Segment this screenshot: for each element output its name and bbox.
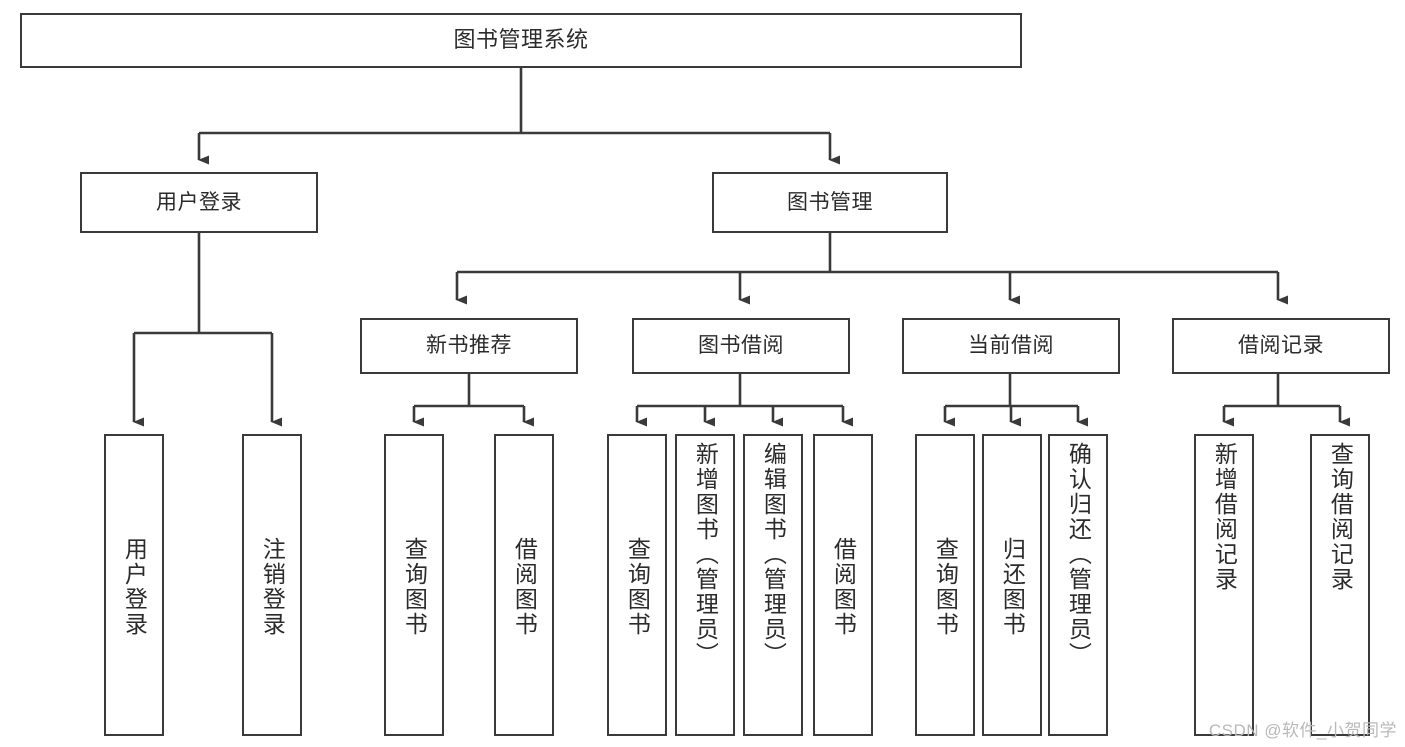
node-label: 当前借阅 — [968, 334, 1054, 358]
leaf-label: 确认归还（管理员） — [1065, 442, 1092, 667]
leaf-user-logout[interactable]: 注销登录 — [242, 434, 302, 736]
leaf-label: 用户登录 — [121, 537, 148, 637]
leaf-return-book[interactable]: 归还图书 — [982, 434, 1042, 736]
leaf-label: 新增借阅记录 — [1211, 442, 1238, 592]
leaf-label: 新增图书（管理员） — [692, 442, 719, 667]
leaf-edit-book-admin[interactable]: 编辑图书（管理员） — [743, 434, 803, 736]
leaf-add-borrow-record[interactable]: 新增借阅记录 — [1194, 434, 1254, 736]
node-label: 图书管理 — [787, 190, 873, 214]
leaf-borrow-book[interactable]: 借阅图书 — [813, 434, 873, 736]
leaf-label: 借阅图书 — [830, 537, 857, 637]
node-label: 用户登录 — [156, 190, 242, 214]
leaf-user-login[interactable]: 用户登录 — [104, 434, 164, 736]
node-label: 图书借阅 — [698, 334, 784, 358]
leaf-label: 借阅图书 — [511, 537, 538, 637]
node-current-borrow[interactable]: 当前借阅 — [902, 318, 1120, 374]
node-book-borrow[interactable]: 图书借阅 — [632, 318, 850, 374]
node-label: 新书推荐 — [426, 334, 512, 358]
leaf-confirm-return-admin[interactable]: 确认归还（管理员） — [1048, 434, 1108, 736]
node-book-management[interactable]: 图书管理 — [712, 172, 948, 233]
node-new-book-recommend[interactable]: 新书推荐 — [360, 318, 578, 374]
leaf-label: 查询借阅记录 — [1327, 442, 1354, 592]
leaf-label: 归还图书 — [999, 537, 1026, 637]
leaf-label: 查询图书 — [624, 537, 651, 637]
node-label: 图书管理系统 — [453, 27, 589, 53]
leaf-label: 查询图书 — [932, 537, 959, 637]
leaf-query-book-recommend[interactable]: 查询图书 — [384, 434, 444, 736]
leaf-query-book-current[interactable]: 查询图书 — [915, 434, 975, 736]
node-borrow-record[interactable]: 借阅记录 — [1172, 318, 1390, 374]
leaf-label: 编辑图书（管理员） — [760, 442, 787, 667]
leaf-query-borrow-record[interactable]: 查询借阅记录 — [1310, 434, 1370, 736]
node-root-system[interactable]: 图书管理系统 — [20, 13, 1022, 68]
leaf-borrow-book-recommend[interactable]: 借阅图书 — [494, 434, 554, 736]
node-user-login[interactable]: 用户登录 — [80, 172, 318, 233]
node-label: 借阅记录 — [1238, 334, 1324, 358]
leaf-add-book-admin[interactable]: 新增图书（管理员） — [675, 434, 735, 736]
leaf-label: 查询图书 — [401, 537, 428, 637]
leaf-query-book-borrow[interactable]: 查询图书 — [607, 434, 667, 736]
leaf-label: 注销登录 — [259, 537, 286, 637]
